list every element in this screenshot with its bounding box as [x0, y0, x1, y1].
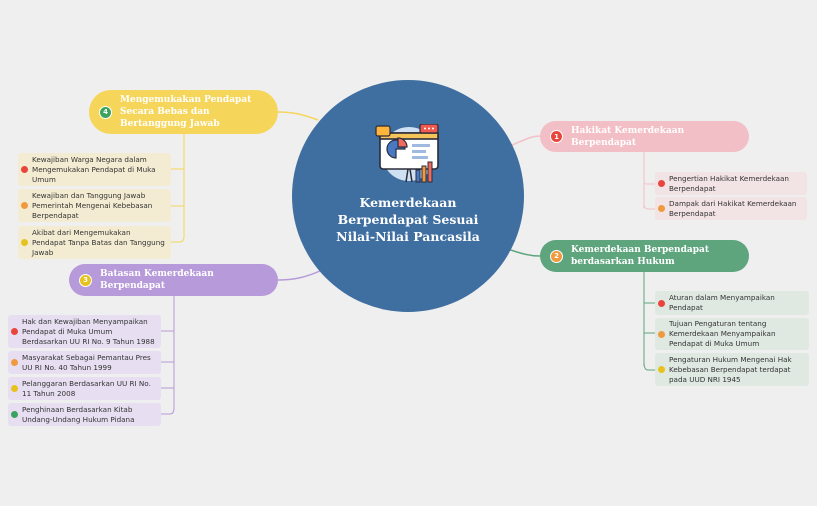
leaf-text: Penghinaan Berdasarkan Kitab Undang-Unda…	[22, 404, 135, 424]
bullet-dot-icon	[658, 205, 665, 212]
leaf-text: Dampak dari Hakikat Kemerdekaan Berpenda…	[669, 198, 797, 218]
leaf-item[interactable]: Dampak dari Hakikat Kemerdekaan Berpenda…	[655, 197, 807, 220]
topic-mengemukakan-pendapat[interactable]: 4 Mengemukakan Pendapat Secara Bebas dan…	[89, 90, 278, 134]
topic-label: Kemerdekaan Berpendapat berdasarkan Huku…	[571, 245, 709, 267]
bullet-dot-icon	[21, 166, 28, 173]
bullet-dot-icon	[658, 180, 665, 187]
topic-kemerdekaan-berdasarkan-hukum[interactable]: 2 Kemerdekaan Berpendapat berdasarkan Hu…	[540, 240, 749, 272]
leaf-text: Pelanggaran Berdasarkan UU RI No. 11 Tah…	[22, 378, 151, 398]
bullet-dot-icon	[11, 411, 18, 418]
topic-label: Hakikat Kemerdekaan Berpendapat	[571, 125, 685, 148]
leaf-text: Akibat dari Mengemukakan Pendapat Tanpa …	[32, 227, 165, 257]
bullet-dot-icon	[658, 366, 665, 373]
leaf-item[interactable]: Pengertian Hakikat Kemerdekaan Berpendap…	[655, 172, 807, 195]
topic-batasan-kemerdekaan[interactable]: 3 Batasan Kemerdekaan Berpendapat	[69, 264, 278, 296]
leaf-text: Pengertian Hakikat Kemerdekaan Berpendap…	[669, 173, 789, 193]
connector-center-t4	[277, 111, 319, 121]
leaf-item[interactable]: Penghinaan Berdasarkan Kitab Undang-Unda…	[8, 403, 161, 426]
topic-label: Batasan Kemerdekaan Berpendapat	[100, 269, 214, 291]
leaf-item[interactable]: Hak dan Kewajiban Menyampaikan Pendapat …	[8, 315, 161, 348]
leaf-item[interactable]: Pengaturan Hukum Mengenai Hak Kebebasan …	[655, 353, 809, 386]
central-topic[interactable]: Kemerdekaan Berpendapat Sesuai Nilai-Nil…	[292, 80, 524, 312]
leaf-item[interactable]: Pelanggaran Berdasarkan UU RI No. 11 Tah…	[8, 377, 161, 400]
bullet-dot-icon	[658, 330, 665, 338]
topic-number-badge: 1	[550, 130, 563, 143]
bullet-dot-icon	[21, 239, 28, 246]
bullet-dot-icon	[21, 202, 28, 209]
leaf-item[interactable]: Tujuan Pengaturan tentang Kemerdekaan Me…	[655, 318, 809, 350]
topic-number-badge: 4	[99, 105, 112, 119]
leaf-text: Masyarakat Sebagai Pemantau Pres UU RI N…	[22, 352, 151, 372]
presentation-board-icon	[375, 124, 439, 183]
leaf-text: Hak dan Kewajiban Menyampaikan Pendapat …	[22, 316, 155, 346]
leaf-text: Tujuan Pengaturan tentang Kemerdekaan Me…	[669, 319, 776, 348]
topic-label: Mengemukakan Pendapat Secara Bebas dan B…	[120, 95, 252, 129]
bullet-dot-icon	[11, 359, 18, 366]
bullet-dot-icon	[11, 328, 18, 335]
leaf-text: Aturan dalam Menyampaikan Pendapat	[669, 293, 775, 312]
topic-hakikat-kemerdekaan[interactable]: 1 Hakikat Kemerdekaan Berpendapat	[540, 121, 749, 152]
bullet-dot-icon	[658, 299, 665, 307]
leaf-item[interactable]: Aturan dalam Menyampaikan Pendapat	[655, 291, 809, 315]
bullet-dot-icon	[11, 385, 18, 392]
leaf-text: Kewajiban dan Tanggung Jawab Pemerintah …	[32, 190, 153, 220]
topic-number-badge: 3	[79, 273, 92, 287]
central-topic-title: Kemerdekaan Berpendapat Sesuai Nilai-Nil…	[336, 195, 480, 244]
leaf-item[interactable]: Masyarakat Sebagai Pemantau Pres UU RI N…	[8, 351, 161, 374]
leaf-text: Pengaturan Hukum Mengenai Hak Kebebasan …	[669, 354, 792, 384]
connector-center-t3	[277, 269, 323, 281]
leaf-item[interactable]: Akibat dari Mengemukakan Pendapat Tanpa …	[18, 226, 171, 259]
topic-number-badge: 2	[550, 249, 563, 263]
leaf-item[interactable]: Kewajiban dan Tanggung Jawab Pemerintah …	[18, 189, 171, 222]
leaf-text: Kewajiban Warga Negara dalam Mengemukaka…	[32, 154, 156, 184]
leaf-item[interactable]: Kewajiban Warga Negara dalam Mengemukaka…	[18, 153, 171, 186]
